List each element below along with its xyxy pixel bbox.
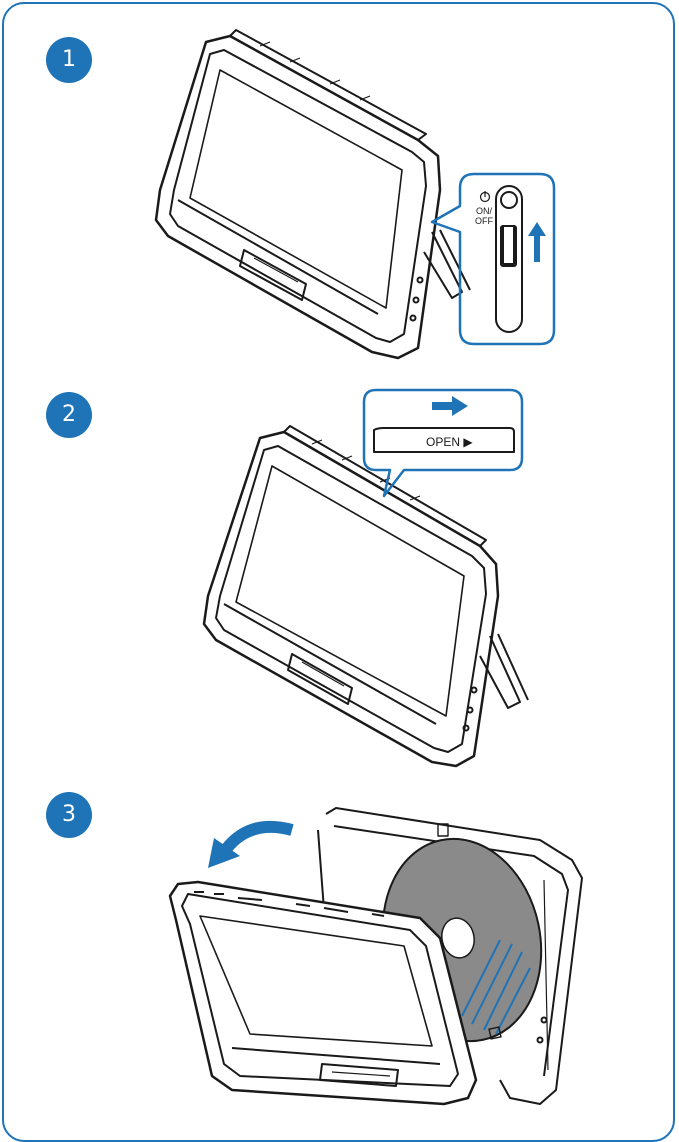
curved-arrow-left-icon [208,827,292,868]
power-icon [481,191,490,202]
step-2-player [204,426,528,766]
switch-label-off: OFF [475,216,493,226]
switch-label-on: ON/ [476,206,493,216]
arrow-up-icon [528,222,546,262]
open-label: OPEN ▶ [426,435,473,449]
arrow-right-icon [432,396,468,416]
step-1-player [156,30,470,358]
